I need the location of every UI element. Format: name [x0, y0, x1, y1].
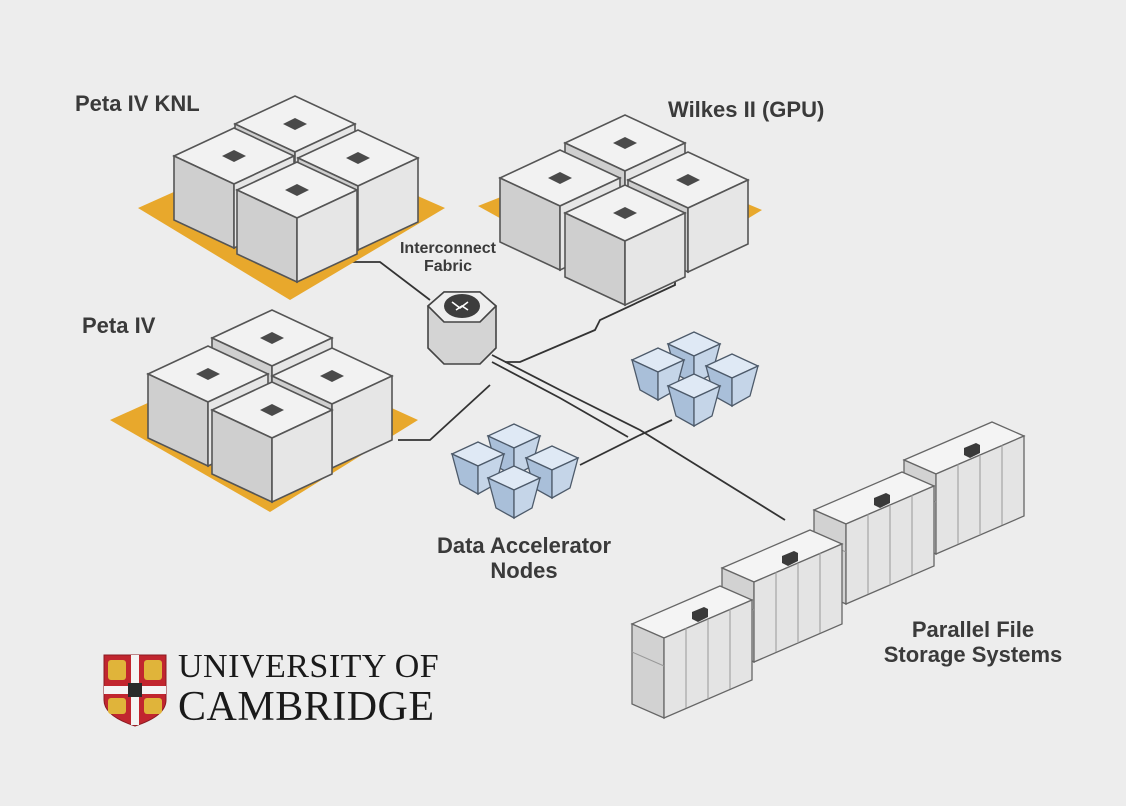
- link-fabric-storage: [491, 354, 786, 521]
- label-peta-iv: Peta IV: [82, 313, 156, 338]
- link-knl-fabric: [348, 261, 431, 301]
- label-interconnect-fabric: Interconnect Fabric: [396, 240, 500, 276]
- link-peta-fabric: [398, 384, 491, 441]
- cambridge-shield-logo: [103, 654, 167, 727]
- data-accelerator-cluster-lower: [451, 423, 579, 519]
- link-accel-a: [579, 419, 673, 466]
- logo-line-university: UNIVERSITY OF: [178, 648, 440, 685]
- label-line: Interconnect: [399, 240, 496, 257]
- label-peta-iv-knl: Peta IV KNL: [75, 91, 200, 116]
- parallel-file-storage-racks: [631, 421, 1025, 719]
- label-line: Storage Systems: [883, 641, 1063, 667]
- link-fabric-storage-2: [491, 361, 629, 438]
- link-wilkes-fabric: [505, 272, 676, 363]
- data-accelerator-cluster-upper: [631, 331, 759, 427]
- logo-line-cambridge: CAMBRIDGE: [178, 684, 435, 730]
- peta-iv-cluster: [110, 309, 418, 512]
- network-icon: [451, 301, 469, 311]
- label-line: Data Accelerator: [436, 533, 612, 558]
- label-line: Parallel File: [911, 617, 1035, 642]
- peta-iv-knl-cluster: [138, 95, 445, 300]
- label-line: Nodes: [490, 557, 558, 583]
- connection-lines: [348, 261, 786, 521]
- label-parallel-file-storage: Parallel File Storage Systems: [868, 617, 1078, 667]
- wilkes-ii-cluster: [478, 114, 762, 306]
- interconnect-fabric-node: [426, 291, 498, 365]
- label-data-accelerator-nodes: Data Accelerator Nodes: [414, 533, 634, 583]
- label-wilkes-ii: Wilkes II (GPU): [668, 97, 825, 122]
- label-line: Fabric: [423, 257, 472, 275]
